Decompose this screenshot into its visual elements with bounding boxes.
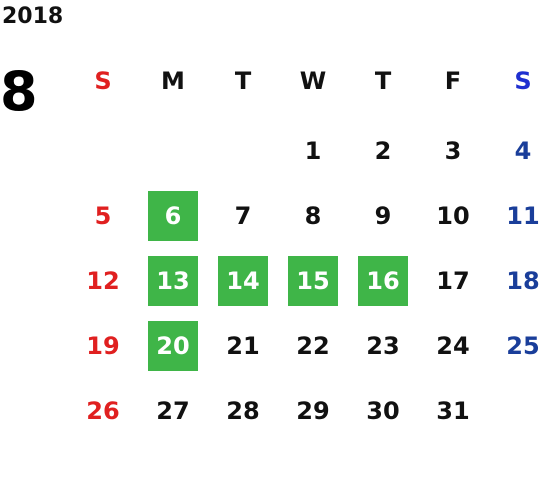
- day-cell-highlighted[interactable]: 14: [218, 256, 268, 306]
- day-cell[interactable]: 21: [226, 332, 260, 360]
- weekday-sunday: S: [94, 67, 112, 95]
- day-cell[interactable]: 23: [366, 332, 400, 360]
- weekday-thursday: T: [374, 67, 392, 95]
- day-cell[interactable]: 25: [506, 332, 540, 360]
- day-cell[interactable]: 8: [304, 202, 322, 230]
- day-cell[interactable]: 10: [436, 202, 470, 230]
- day-cell[interactable]: 29: [296, 397, 330, 425]
- day-cell-highlighted[interactable]: 15: [288, 256, 338, 306]
- weekday-tuesday: T: [234, 67, 252, 95]
- day-cell[interactable]: 24: [436, 332, 470, 360]
- day-cell-highlighted[interactable]: 16: [358, 256, 408, 306]
- weekday-saturday: S: [514, 67, 532, 95]
- calendar-month: 8: [0, 60, 38, 123]
- day-cell[interactable]: 17: [436, 267, 470, 295]
- day-cell[interactable]: 2: [374, 137, 392, 165]
- day-cell-highlighted[interactable]: 6: [148, 191, 198, 241]
- day-cell[interactable]: 28: [226, 397, 260, 425]
- day-cell[interactable]: 11: [506, 202, 540, 230]
- day-cell[interactable]: 9: [374, 202, 392, 230]
- weekday-friday: F: [444, 67, 462, 95]
- day-cell[interactable]: 31: [436, 397, 470, 425]
- day-cell[interactable]: 22: [296, 332, 330, 360]
- day-cell[interactable]: 5: [94, 202, 112, 230]
- day-cell[interactable]: 27: [156, 397, 190, 425]
- day-cell[interactable]: 4: [514, 137, 532, 165]
- day-cell-highlighted[interactable]: 13: [148, 256, 198, 306]
- day-cell[interactable]: 1: [304, 137, 322, 165]
- day-cell[interactable]: 26: [86, 397, 120, 425]
- day-cell[interactable]: 18: [506, 267, 540, 295]
- day-cell-highlighted[interactable]: 20: [148, 321, 198, 371]
- weekday-monday: M: [161, 67, 185, 95]
- day-cell[interactable]: 3: [444, 137, 462, 165]
- day-cell[interactable]: 19: [86, 332, 120, 360]
- day-cell[interactable]: 7: [234, 202, 252, 230]
- calendar-year: 2018: [2, 4, 64, 29]
- weekday-wednesday: W: [299, 67, 327, 95]
- day-cell[interactable]: 30: [366, 397, 400, 425]
- day-cell[interactable]: 12: [86, 267, 120, 295]
